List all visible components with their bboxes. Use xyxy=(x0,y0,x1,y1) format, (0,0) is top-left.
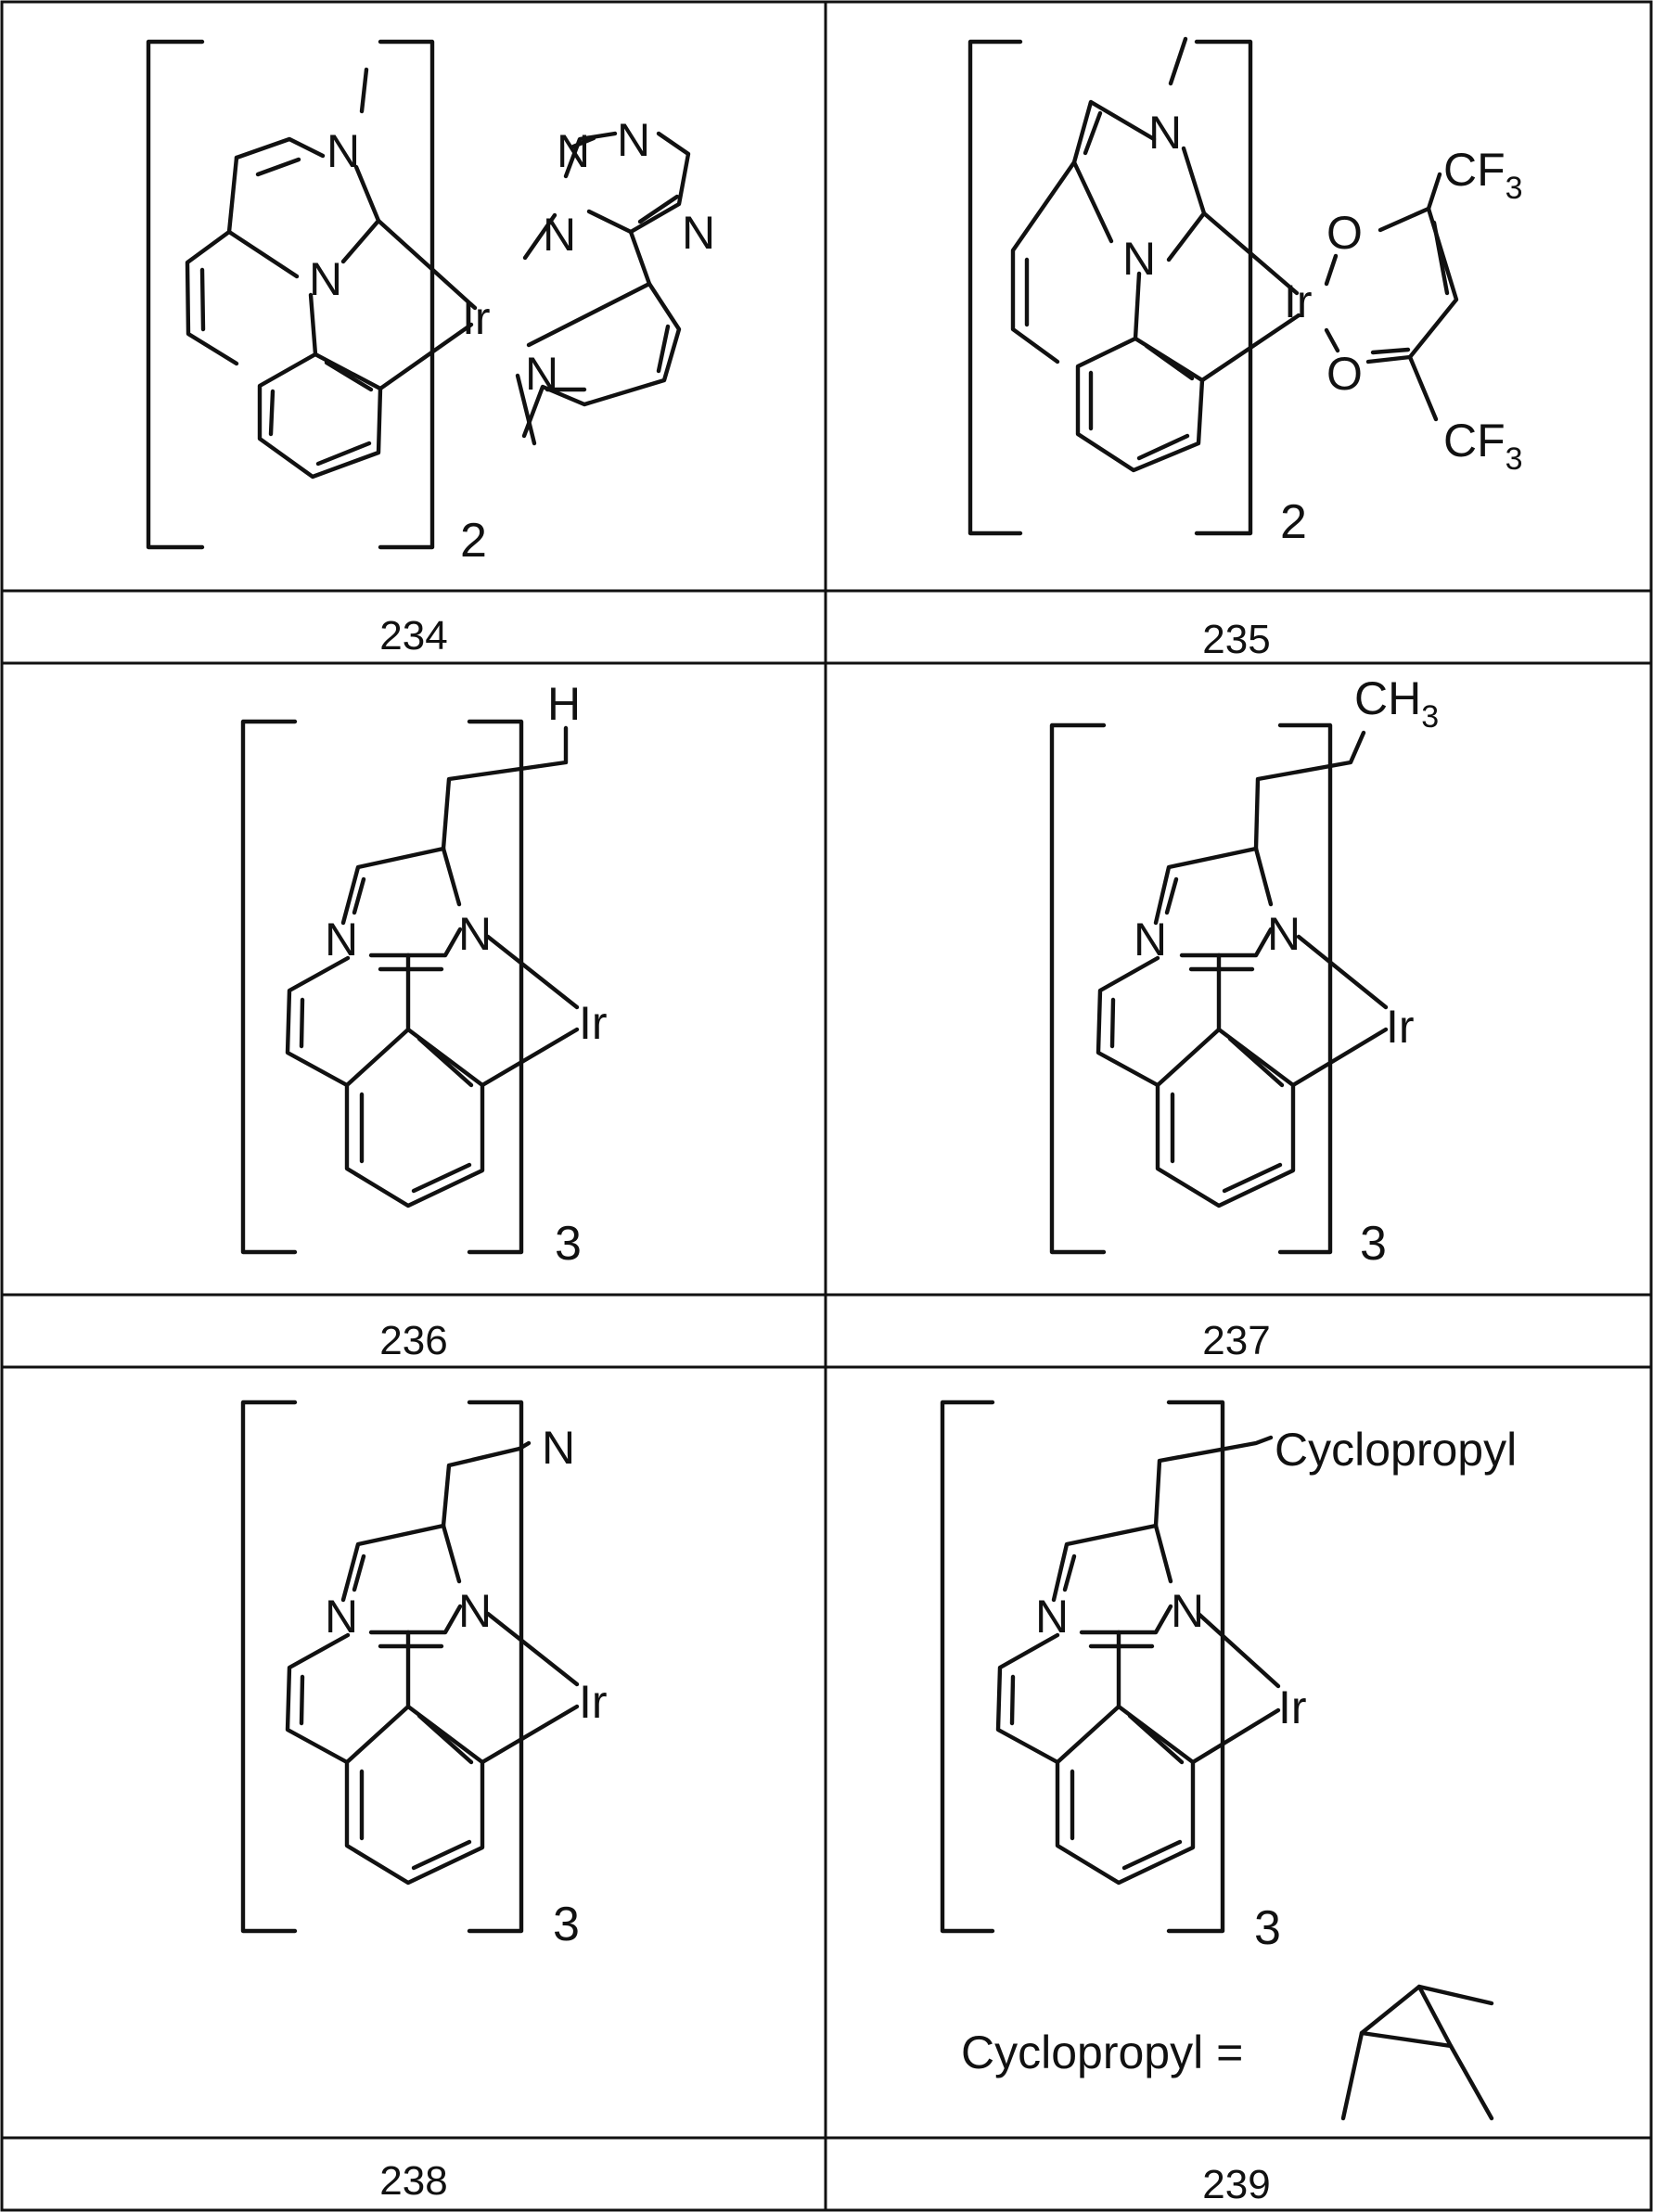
bracket-right xyxy=(380,42,432,547)
atom-tetrazole-n3-234: N xyxy=(617,114,650,166)
structure-235 xyxy=(970,39,1456,533)
compound-number-239: 239 xyxy=(1202,2162,1270,2207)
atom-ir-237: Ir xyxy=(1386,1001,1415,1053)
structure-236 xyxy=(243,722,577,1252)
compound-number-237: 237 xyxy=(1202,1318,1270,1363)
atom-n-coord-237: N xyxy=(1267,908,1301,960)
subscript-237: 3 xyxy=(1360,1217,1387,1271)
subscript-238: 3 xyxy=(553,1898,580,1951)
atom-ir-239: Ir xyxy=(1278,1681,1307,1733)
compound-number-236: 236 xyxy=(379,1318,447,1363)
atom-n-coord-239: N xyxy=(1171,1585,1204,1637)
atom-n-methyl-234: N xyxy=(327,125,360,177)
group-cf3-upper-235: CF3 xyxy=(1443,144,1523,206)
bracket-left xyxy=(243,722,295,1252)
structure-239 xyxy=(942,1402,1492,2118)
atom-n-methyl-235: N xyxy=(1148,107,1182,159)
atom-n-bridge-236: N xyxy=(325,914,358,965)
atom-pyridine-n-234: N xyxy=(525,348,558,400)
atom-n-bridge-234: N xyxy=(309,253,342,305)
atom-r-236: H xyxy=(547,678,581,730)
group-r-237: CH3 xyxy=(1354,672,1439,735)
subscript-235: 2 xyxy=(1280,495,1307,549)
subscript-239: 3 xyxy=(1254,1901,1281,1955)
atom-tetrazole-n2-234: N xyxy=(557,125,590,177)
compound-number-238: 238 xyxy=(379,2158,447,2204)
atom-ir-236: Ir xyxy=(579,997,608,1049)
bracket-left xyxy=(1052,725,1104,1252)
atom-ir-238: Ir xyxy=(579,1676,608,1728)
atom-n-bridge-237: N xyxy=(1134,914,1167,965)
atom-n-bridge-239: N xyxy=(1035,1591,1069,1643)
bracket-right xyxy=(1197,42,1250,533)
structure-238 xyxy=(243,1402,577,1931)
bracket-left xyxy=(243,1402,295,1931)
compound-number-235: 235 xyxy=(1202,617,1270,662)
structure-234 xyxy=(148,42,688,547)
atom-n-coord-236: N xyxy=(458,908,492,960)
bracket-right xyxy=(1169,1402,1223,1931)
atom-n-coord-238: N xyxy=(458,1585,492,1637)
compound-number-234: 234 xyxy=(379,613,447,658)
atom-ir-234: Ir xyxy=(462,292,491,344)
atom-ir-235: Ir xyxy=(1284,275,1313,327)
cyclopropyl-ring xyxy=(1362,1987,1451,2046)
structure-237 xyxy=(1052,725,1386,1252)
subscript-236: 3 xyxy=(555,1217,582,1271)
subscript-234: 2 xyxy=(460,514,487,568)
atom-n-bridge-235: N xyxy=(1122,233,1156,285)
atom-r-238: N xyxy=(542,1422,575,1474)
cyclopropyl-definition-label: Cyclopropyl = xyxy=(961,2027,1243,2078)
bracket-left xyxy=(148,42,202,547)
bracket-left xyxy=(942,1402,993,1931)
atom-o-lower-235: O xyxy=(1326,348,1363,400)
group-r-239: Cyclopropyl xyxy=(1275,1424,1517,1476)
atom-n-bridge-238: N xyxy=(325,1591,358,1643)
group-cf3-lower-235: CF3 xyxy=(1443,415,1523,477)
atom-tetrazole-n4-234: N xyxy=(682,207,715,259)
atom-tetrazole-n1-234: N xyxy=(543,209,576,261)
atom-o-upper-235: O xyxy=(1326,207,1363,259)
